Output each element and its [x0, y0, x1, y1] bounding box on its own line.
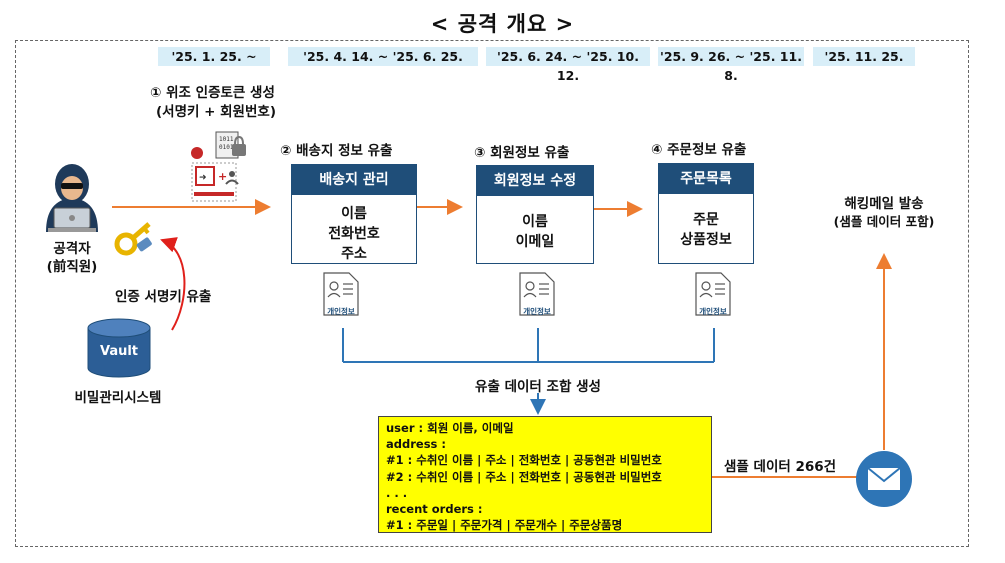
vault-caption: 비밀관리시스템	[74, 390, 162, 406]
step1-title: ① 위조 인증토큰 생성	[150, 85, 275, 101]
date-period-1: '25. 1. 25. ~	[158, 47, 270, 66]
personal-info-doc-icon: 개인정보	[323, 272, 359, 316]
stage3-title: ③ 회원정보 유출	[474, 145, 570, 161]
hacker-icon	[46, 164, 98, 232]
diagram-frame	[15, 40, 969, 547]
key-icon	[114, 222, 152, 256]
stage4-box: 주문목록 주문 상품정보	[658, 163, 754, 264]
stage4-line: 주문	[693, 212, 719, 228]
stage4-header: 주문목록	[659, 164, 753, 194]
stage2-line: 이름	[341, 206, 367, 222]
hacking-mail-label: 해킹메일 발송 (샘플 데이터 포함)	[808, 195, 960, 231]
stage3-line: 이름	[522, 214, 548, 230]
sample-data-label: 샘플 데이터 266건	[724, 459, 837, 475]
data-line: #1 : 수취인 이름 | 주소 | 전화번호 | 공동현관 비밀번호	[386, 453, 662, 468]
data-line: address :	[386, 437, 446, 452]
doc-label: 개인정보	[699, 307, 727, 316]
personal-info-doc-icon: 개인정보	[519, 272, 555, 316]
step1-subtitle: (서명키 + 회원번호)	[156, 104, 276, 120]
combined-data-box: user : 회원 이름, 이메일 address : #1 : 수취인 이름 …	[378, 416, 712, 533]
data-line: #2 : 수취인 이름 | 주소 | 전화번호 | 공동현관 비밀번호	[386, 469, 662, 484]
doc-label: 개인정보	[327, 307, 355, 316]
data-line: #1 : 주문일 | 주문가격 | 주문개수 | 주문상품명	[386, 518, 623, 533]
data-line: user : 회원 이름, 이메일	[386, 421, 514, 435]
stage2-header: 배송지 관리	[292, 165, 416, 195]
personal-info-doc-icon: 개인정보	[695, 272, 731, 316]
hacking-mail-subtitle: (샘플 데이터 포함)	[833, 214, 935, 229]
svg-text:0101: 0101	[219, 144, 234, 151]
svg-text:➜: ➜	[199, 173, 207, 183]
svg-text:+: +	[218, 170, 227, 183]
vault-label: Vault	[99, 344, 139, 359]
page-title: < 공격 개요 >	[430, 12, 575, 36]
svg-text:1011: 1011	[219, 136, 234, 143]
arrow-vault-leak	[160, 237, 186, 331]
attacker-line1: 공격자	[53, 241, 91, 257]
date-period-3: '25. 6. 24. ~ '25. 10. 12.	[486, 47, 650, 83]
stage2-line: 주소	[341, 246, 367, 262]
stage2-body: 이름 전화번호 주소	[292, 195, 416, 264]
date-period-4: '25. 9. 26. ~ '25. 11. 8.	[658, 47, 804, 83]
stage4-title: ④ 주문정보 유출	[651, 142, 747, 158]
data-line: . . .	[386, 485, 408, 500]
forged-token-icon: 1011 0101 ➜ +	[191, 131, 246, 202]
stage2-line: 전화번호	[328, 226, 380, 242]
doc-label: 개인정보	[523, 307, 551, 316]
stage3-header: 회원정보 수정	[477, 166, 593, 196]
stage3-box: 회원정보 수정 이름 이메일	[476, 165, 594, 264]
data-line: recent orders :	[386, 502, 483, 517]
attacker-label: 공격자 (前직원)	[36, 240, 108, 276]
stage3-line: 이메일	[515, 234, 555, 250]
stage2-box: 배송지 관리 이름 전화번호 주소	[291, 164, 417, 264]
stage4-body: 주문 상품정보	[659, 194, 753, 250]
vault-icon	[87, 318, 151, 378]
leak-label: 인증 서명키 유출	[115, 289, 212, 305]
stage3-body: 이름 이메일	[477, 196, 593, 252]
stage4-line: 상품정보	[680, 232, 732, 248]
date-period-2: '25. 4. 14. ~ '25. 6. 25.	[288, 47, 478, 66]
mail-icon	[856, 451, 912, 507]
date-period-5: '25. 11. 25.	[813, 47, 915, 66]
stage2-title: ② 배송지 정보 유출	[280, 143, 393, 159]
combine-label: 유출 데이터 조합 생성	[475, 379, 601, 395]
attacker-line2: (前직원)	[46, 259, 98, 275]
hacking-mail-title: 해킹메일 발송	[844, 196, 924, 212]
